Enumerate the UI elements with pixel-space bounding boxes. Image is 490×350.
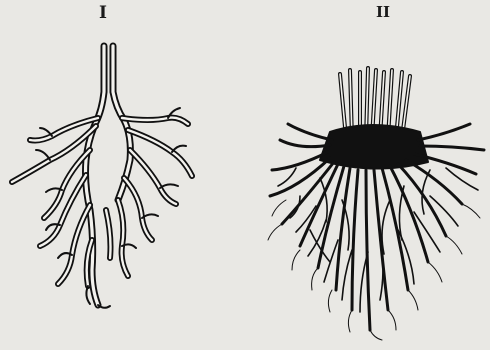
fibrous-root-system — [268, 68, 484, 340]
taproot-system — [12, 46, 192, 308]
